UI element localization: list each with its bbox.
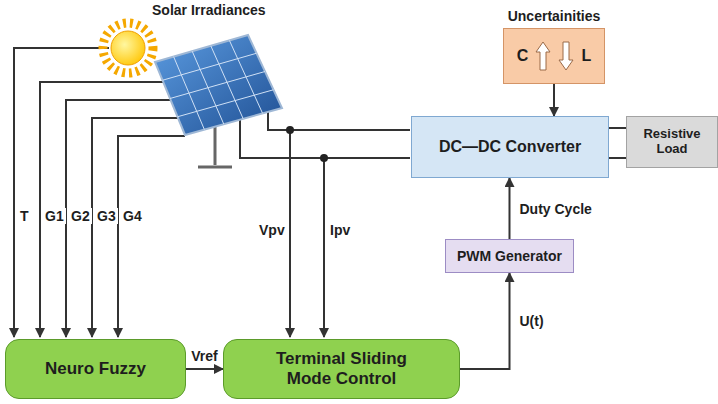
illustration-label: Solar Irradiances: [150, 2, 268, 18]
power-wire: [240, 120, 410, 158]
output-wire: [609, 157, 626, 159]
arrow-shape: [536, 42, 550, 70]
sensor-wire: [40, 82, 163, 337]
node-label: Terminal Sliding Mode Control: [259, 349, 424, 388]
measure-wire: [323, 158, 325, 337]
signal-label: T: [18, 208, 31, 224]
signal-label: Vpv: [257, 222, 287, 238]
sensor-wire: [92, 118, 178, 337]
signal-label: U(t): [518, 313, 546, 329]
node-content: CL: [517, 41, 591, 71]
sun: [111, 31, 145, 65]
converter-box: DC—DC Converter: [411, 116, 609, 178]
node-label: Resistive Load: [633, 127, 711, 157]
sensor-wire: [118, 136, 185, 337]
node-label: PWM Generator: [457, 248, 562, 264]
node-content: Terminal Sliding Mode Control: [259, 349, 424, 388]
controller-box: Neuro Fuzzy: [5, 339, 186, 399]
node-content: Resistive Load: [633, 127, 711, 157]
decrease-arrow: [558, 41, 574, 71]
output-wire: [609, 127, 626, 129]
node-label: C: [517, 47, 529, 65]
node-heading: Uncertainities: [508, 8, 601, 24]
node-content: DC—DC Converter: [439, 138, 581, 156]
uncertainty-box: UncertainitiesCL: [503, 28, 605, 84]
signal-arrow: [186, 368, 223, 370]
signal-label: Ipv: [328, 222, 352, 238]
solar-panel: [155, 35, 282, 135]
sensor-wire: [14, 48, 109, 337]
junction-dot: [286, 126, 294, 134]
signal-arrow: [460, 273, 510, 369]
signal-label: G4: [121, 208, 144, 224]
signal-label: G3: [95, 208, 118, 224]
panel-stand: [198, 127, 232, 167]
node-content: Neuro Fuzzy: [45, 359, 146, 379]
signal-label: Vref: [189, 348, 219, 364]
load-box: Resistive Load: [626, 116, 718, 168]
node-label: DC—DC Converter: [439, 138, 581, 156]
junction-dot: [320, 154, 328, 162]
pwm-box: PWM Generator: [445, 239, 574, 273]
measure-wire: [289, 130, 291, 337]
controller-box: Terminal Sliding Mode Control: [223, 339, 460, 399]
signal-label: Duty Cycle: [518, 200, 594, 216]
arrow-shape: [559, 42, 573, 70]
signal-label: G1: [43, 208, 66, 224]
node-content: PWM Generator: [457, 248, 562, 264]
increase-arrow: [535, 41, 551, 71]
panel-grid: [163, 40, 274, 129]
signal-arrow: [553, 84, 555, 116]
sun-rays: [103, 23, 153, 73]
node-label: L: [581, 47, 591, 65]
node-label: Neuro Fuzzy: [45, 359, 146, 379]
signal-arrow: [509, 178, 511, 239]
signal-label: G2: [69, 208, 92, 224]
